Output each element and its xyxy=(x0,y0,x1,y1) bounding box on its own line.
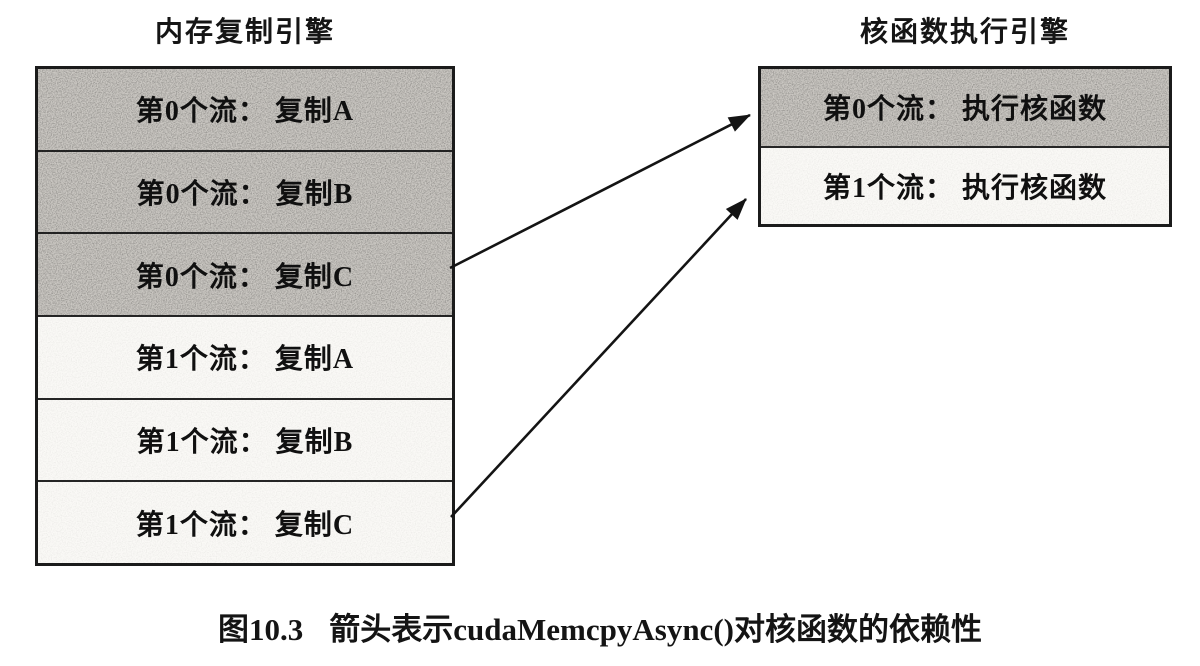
row-label: 第1个流： 复制A xyxy=(135,344,355,376)
copy-engine-row-stream1-b: 第1个流： 复制B xyxy=(38,397,452,481)
figure-caption: 图10.3 箭头表示cudaMemcpyAsync()对核函数的依赖性 xyxy=(10,604,1190,649)
copy-engine-row-stream1-c: 第1个流： 复制C xyxy=(38,480,452,564)
kernel-engine-row-stream0: 第0个流： 执行核函数 xyxy=(761,69,1169,146)
copy-engine-row-stream0-b: 第0个流： 复制B xyxy=(38,149,452,233)
figure-caption-text: 箭头表示cudaMemcpyAsync()对核函数的依赖性 xyxy=(329,612,982,647)
kernel-engine-title: 核函数执行引擎 xyxy=(859,17,1070,48)
dependency-arrow-stream0 xyxy=(449,113,751,270)
row-label: 第0个流： 复制B xyxy=(136,179,354,210)
row-label: 第1个流： 复制B xyxy=(136,427,354,459)
row-label: 第1个流： 复制C xyxy=(135,509,355,541)
kernel-engine-row-stream1: 第1个流： 执行核函数 xyxy=(761,145,1169,224)
copy-engine-row-stream0-c: 第0个流： 复制C xyxy=(38,232,452,316)
row-label: 第0个流： 复制A xyxy=(135,96,355,128)
row-label: 第1个流： 执行核函数 xyxy=(822,172,1107,204)
row-label: 第0个流： 复制C xyxy=(135,261,355,293)
copy-engine-row-stream0-a: 第0个流： 复制A xyxy=(38,69,452,150)
copy-engine-title: 内存复制引擎 xyxy=(154,17,335,48)
dependency-arrow-stream1 xyxy=(450,198,747,518)
figure-number: 图10.3 xyxy=(218,612,304,647)
kernel-engine-box: 第0个流： 执行核函数 第1个流： 执行核函数 xyxy=(758,66,1172,227)
row-label: 第0个流： 执行核函数 xyxy=(822,94,1107,126)
copy-engine-row-stream1-a: 第1个流： 复制A xyxy=(38,315,452,398)
copy-engine-box: 第0个流： 复制A 第0个流： 复制B 第0个流： 复制C 第1个流： 复制A … xyxy=(35,66,455,566)
